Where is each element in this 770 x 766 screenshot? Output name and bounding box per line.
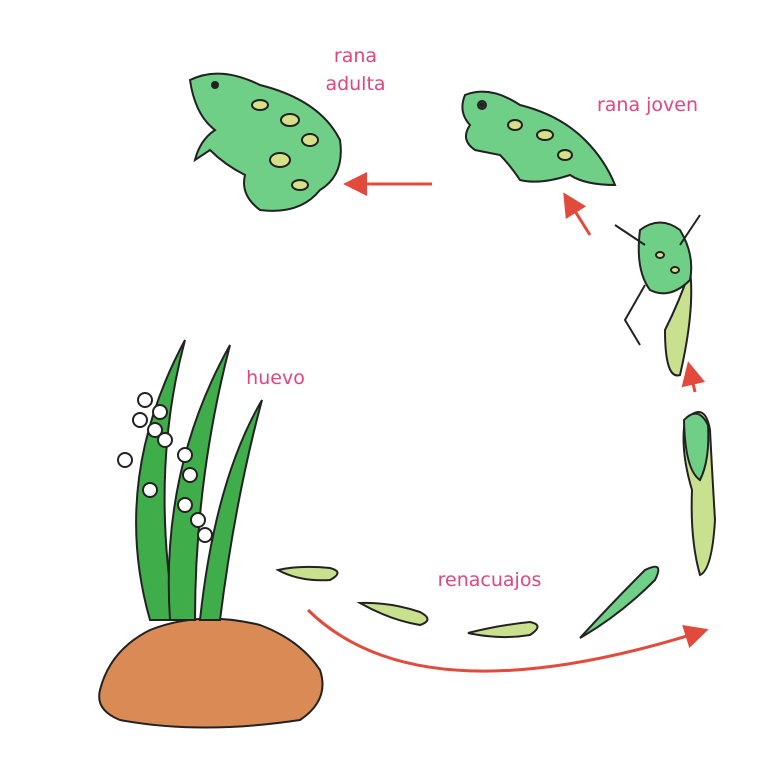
tadpole-2 bbox=[356, 601, 429, 627]
water-plant-illustration bbox=[135, 339, 263, 621]
label-adult-frog-line1: rana bbox=[333, 45, 378, 67]
label-tadpoles: renacuajos bbox=[437, 569, 542, 591]
cycle-arrows bbox=[306, 172, 709, 673]
tadpole-with-legs-illustration bbox=[682, 411, 717, 577]
label-adult-frog-line2: adulta bbox=[325, 73, 386, 95]
arrow-to-young-frog bbox=[563, 192, 592, 236]
young-frog-illustration bbox=[461, 90, 617, 187]
tadpole-1 bbox=[275, 565, 339, 582]
label-young-frog: rana joven bbox=[596, 94, 699, 116]
tadpole-3 bbox=[467, 620, 539, 639]
arrow-to-froglet bbox=[681, 361, 706, 393]
label-adult-frog: rana adulta bbox=[318, 42, 393, 98]
froglet-with-tail-illustration bbox=[614, 214, 701, 377]
adult-frog-illustration bbox=[188, 72, 342, 212]
label-egg: huevo bbox=[246, 367, 305, 389]
tadpole-4 bbox=[579, 565, 660, 639]
frog-eggs-illustration bbox=[117, 392, 213, 543]
rock-illustration bbox=[98, 617, 324, 729]
tadpole-stages bbox=[275, 565, 660, 639]
arrow-to-late-tadpole bbox=[306, 608, 709, 673]
